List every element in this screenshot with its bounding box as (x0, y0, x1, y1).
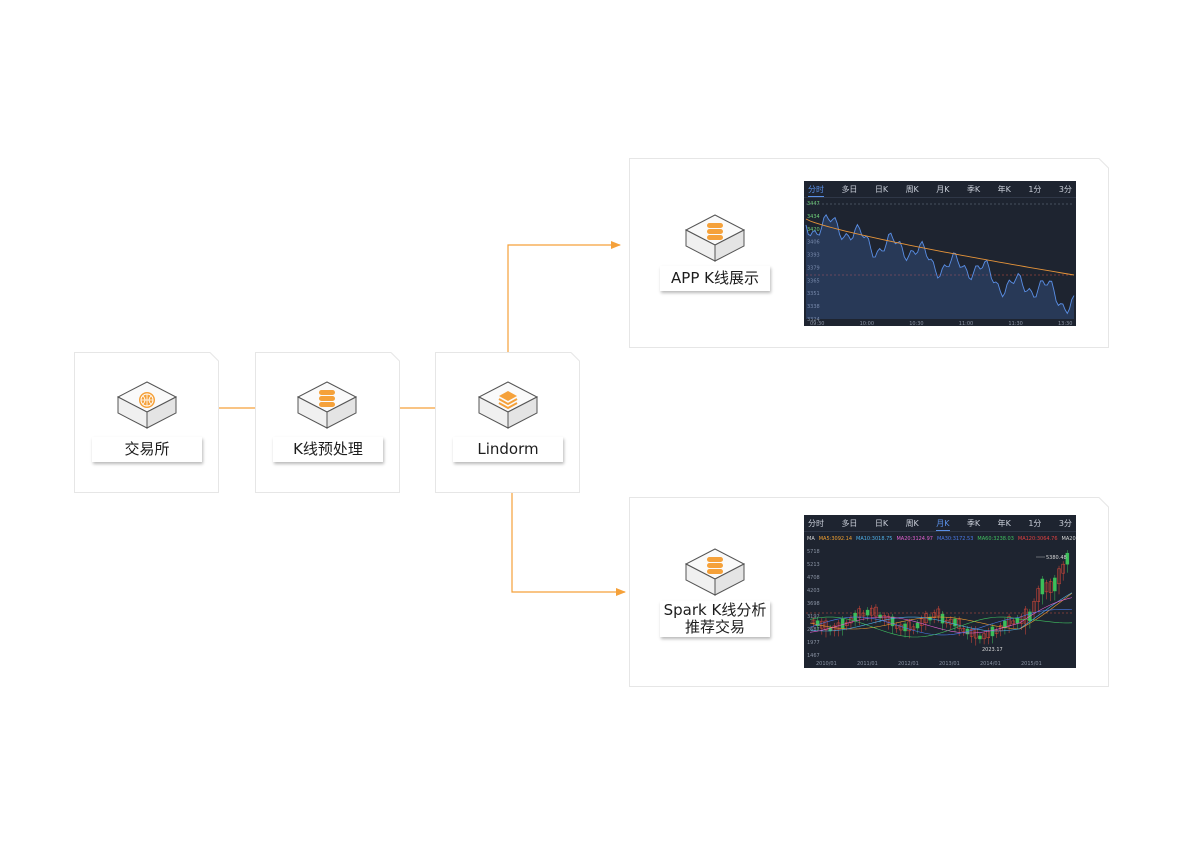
spark-candle (941, 614, 944, 623)
spark-label-line1: Spark K线分析 (664, 602, 767, 619)
spark-y-tick: 4203 (807, 588, 820, 594)
spark-y-tick: 1467 (807, 653, 820, 659)
preprocess-label-text: K线预处理 (293, 441, 363, 458)
spark-candle (978, 636, 981, 639)
app-label: APP K线展示 (660, 266, 770, 291)
spark-y-tick: 3698 (807, 601, 820, 607)
app-x-tick: 10:00 (860, 321, 874, 326)
app-intraday-chart: 3447343434203406339333793365335133383324… (804, 181, 1076, 326)
app-x-tick: 10:30 (909, 321, 923, 326)
app-y-tick: 3434 (807, 214, 820, 220)
exchange-label-text: 交易所 (124, 441, 169, 458)
app-label-text: APP K线展示 (671, 270, 759, 287)
spark-y-tick: 5718 (807, 549, 820, 555)
spark-x-tick: 2010/01 (816, 661, 837, 667)
spark-candle (866, 610, 869, 615)
lindorm-card: Lindorm (435, 352, 580, 493)
spark-low-annotation: 2023.17 (982, 647, 1003, 653)
spark-candle (1053, 578, 1056, 591)
app-y-tick: 3447 (807, 201, 820, 207)
database-icon (684, 213, 746, 263)
arrow-lindorm-to-spark (512, 478, 625, 592)
spark-monthly-chart: 5718521347084203369831922687197714672010… (804, 515, 1076, 668)
spark-candle (953, 619, 956, 626)
spark-y-tick: 5213 (807, 562, 820, 568)
database-icon (684, 547, 746, 597)
spark-y-tick: 1977 (807, 640, 820, 646)
lindorm-label: Lindorm (453, 437, 563, 462)
spark-label-line2: 推荐交易 (685, 619, 745, 636)
spark-candle (841, 619, 844, 628)
app-price-area (806, 215, 1074, 319)
spark-label: Spark K线分析 推荐交易 (660, 601, 770, 637)
spark-candle (991, 627, 994, 636)
spark-x-tick: 2011/01 (857, 661, 878, 667)
spark-kline-screenshot: 分时多日日K周K月K季K年K1分3分 MAMA5:3092.14MA10:301… (804, 515, 1076, 668)
app-x-tick: 11:30 (1008, 321, 1022, 326)
spark-candle (879, 615, 882, 618)
spark-candle (1041, 579, 1044, 594)
globe-icon (116, 380, 178, 430)
layers-icon (477, 380, 539, 430)
spark-x-tick: 2013/01 (939, 661, 960, 667)
spark-candle (916, 623, 919, 628)
spark-x-tick: 2015/01 (1021, 661, 1042, 667)
spark-x-tick: 2014/01 (980, 661, 1001, 667)
app-x-tick: 13:30 (1058, 321, 1072, 326)
spark-high-annotation: 5380.48 (1046, 555, 1067, 561)
spark-y-tick: 4708 (807, 575, 820, 581)
database-icon (296, 380, 358, 430)
spark-x-tick: 2012/01 (898, 661, 919, 667)
preprocess-label: K线预处理 (273, 437, 383, 462)
exchange-label: 交易所 (92, 437, 202, 462)
app-x-tick: 11:00 (959, 321, 973, 326)
app-x-tick: 09:30 (810, 321, 824, 326)
preprocess-card: K线预处理 (255, 352, 400, 493)
lindorm-label-text: Lindorm (477, 441, 538, 458)
spark-candle (854, 613, 857, 620)
exchange-card: 交易所 (74, 352, 219, 493)
app-card: APP K线展示 分时多日日K周K月K季K年K1分3分 344734343420… (629, 158, 1109, 348)
